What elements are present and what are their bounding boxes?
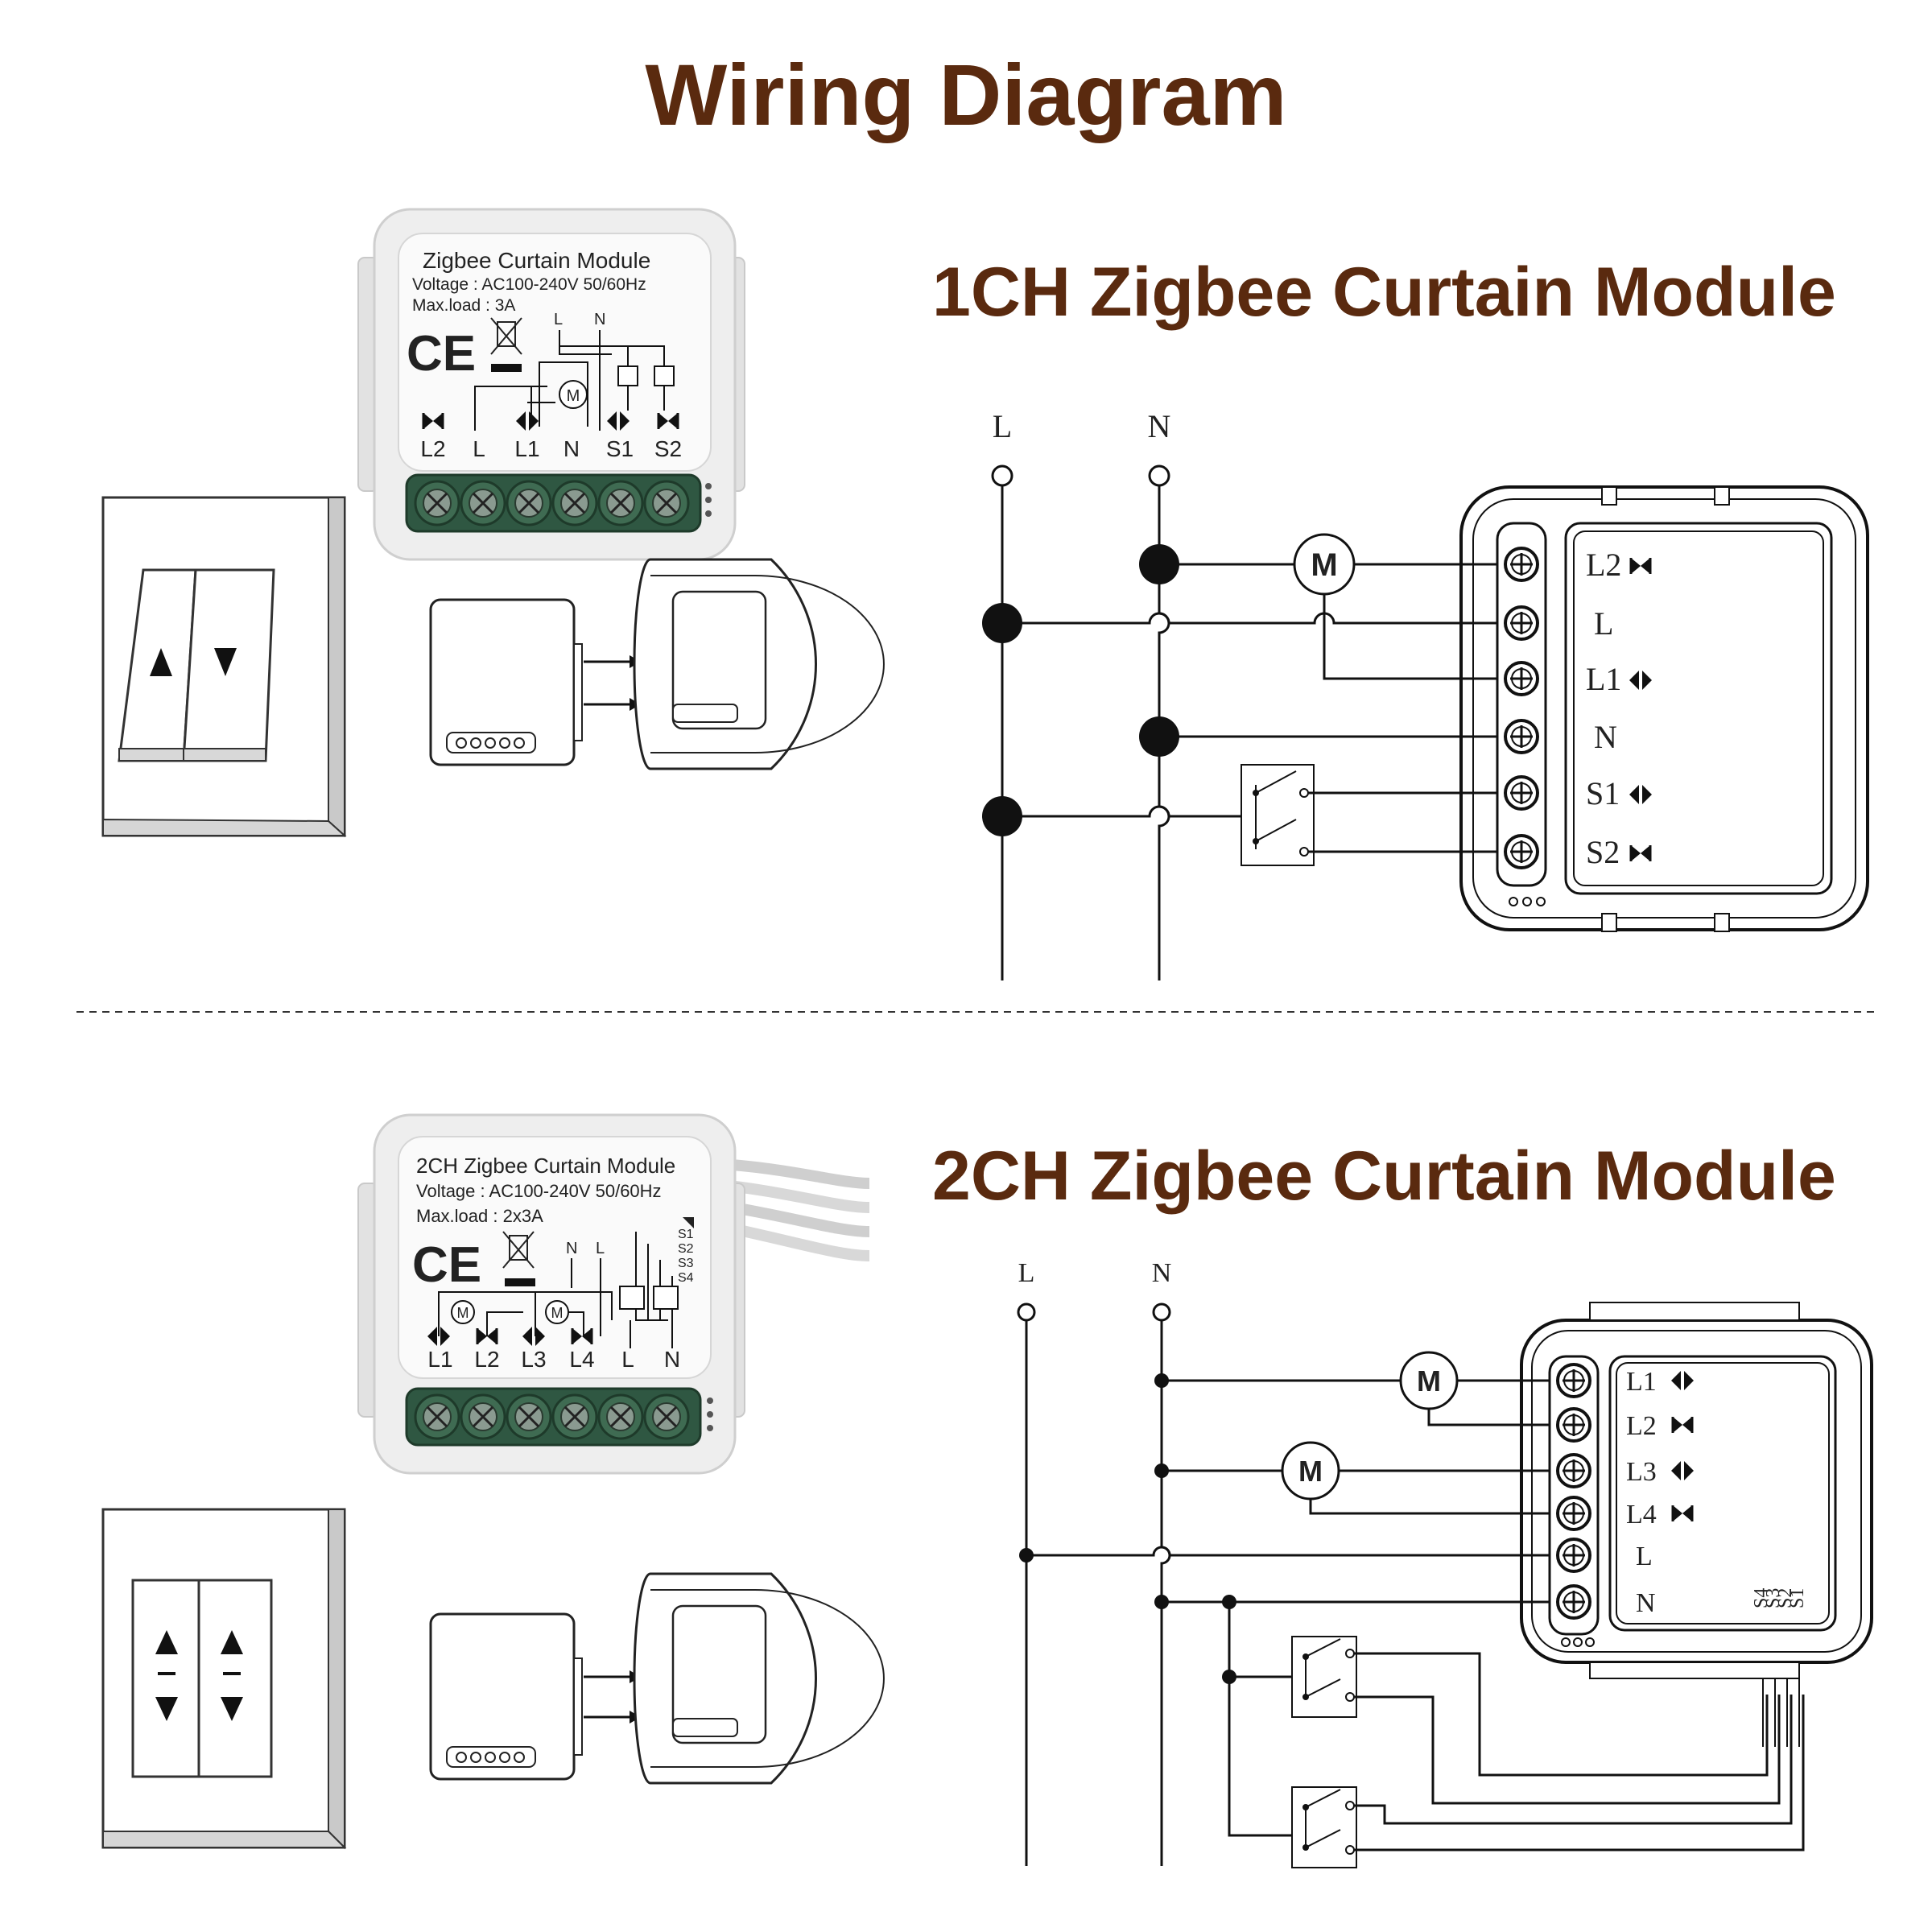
line-L-label-2ch: L: [1018, 1258, 1035, 1288]
product-photo-1ch: Zigbee Curtain Module Voltage : AC100-24…: [357, 208, 745, 561]
terminal-label-1ch: L1: [514, 436, 539, 461]
heading-2ch: 2CH Zigbee Curtain Module: [932, 1137, 1836, 1215]
arrow-up-right-icon: [683, 1217, 694, 1228]
terminal-label-2ch: L4: [569, 1347, 594, 1372]
switch-input-label: S2: [678, 1242, 694, 1256]
terminal-label-1ch: S2: [654, 436, 682, 461]
heading-1ch: 1CH Zigbee Curtain Module: [932, 254, 1836, 331]
terminal-label-1ch: L2: [420, 436, 445, 461]
internal-circuit-1ch: [474, 330, 675, 431]
schematic-2ch: L N M M: [1017, 1258, 1873, 1868]
schematic-switch-input: S2: [1775, 1588, 1796, 1608]
product-photo-2ch: 2CH Zigbee Curtain Module Voltage : AC10…: [357, 1113, 870, 1475]
label-top-L-1ch: L: [554, 311, 563, 328]
schematic-terminal-2ch: L: [1636, 1542, 1653, 1571]
schematic-terminal-2ch: L2: [1626, 1411, 1657, 1441]
motor-symbol-2ch-schematic: M: [1417, 1364, 1441, 1397]
schematic-terminal-1ch: L2: [1586, 547, 1621, 583]
terminal-label-1ch: N: [564, 436, 580, 461]
schematic-switch-input: S1: [1787, 1588, 1808, 1608]
weee-bin-icon: [490, 317, 522, 372]
module-maxload-1ch: Max.load : 3A: [412, 296, 515, 315]
down-arrow-icon: [221, 1697, 243, 1721]
terminal-label-2ch: N: [664, 1347, 680, 1372]
internal-circuit-2ch: [438, 1232, 679, 1348]
motor-symbol-2ch: M: [457, 1305, 469, 1321]
wall-switch-2ch: [101, 1508, 347, 1850]
up-arrow-icon: [221, 1630, 243, 1654]
schematic-terminal-1ch: N: [1594, 719, 1617, 755]
terminal-label-2ch: L1: [427, 1347, 452, 1372]
schematic-switch-input: S3: [1763, 1588, 1784, 1608]
switch-input-label: S4: [678, 1271, 694, 1285]
install-illustration-2ch: [429, 1572, 886, 1785]
label-top-N-2ch: N: [566, 1240, 577, 1257]
module-voltage-2ch: Voltage : AC100-240V 50/60Hz: [416, 1181, 662, 1201]
ce-mark-2ch: CE: [412, 1237, 481, 1293]
schematic-terminal-1ch: S1: [1586, 775, 1620, 811]
weee-bin-icon: [502, 1231, 535, 1286]
schematic-terminal-2ch: L1: [1626, 1367, 1657, 1397]
up-arrow-icon: [150, 648, 172, 676]
module-voltage-1ch: Voltage : AC100-240V 50/60Hz: [412, 275, 646, 294]
schematic-terminal-1ch: L1: [1586, 661, 1621, 697]
line-N-label-2ch: N: [1152, 1258, 1172, 1288]
motor-symbol-1ch-schematic: M: [1311, 547, 1337, 583]
label-top-N-1ch: N: [594, 311, 605, 328]
schematic-terminal-2ch: L4: [1626, 1500, 1657, 1530]
terminal-label-2ch: L3: [521, 1347, 546, 1372]
motor-symbol-1ch: M: [567, 387, 580, 405]
ce-mark-1ch: CE: [407, 326, 476, 382]
terminal-label-1ch: S1: [606, 436, 634, 461]
label-top-L-2ch: L: [596, 1240, 605, 1257]
motor-symbol-2ch: M: [551, 1305, 564, 1321]
line-L-label-1ch: L: [993, 408, 1012, 444]
terminal-label-2ch: L: [621, 1347, 634, 1372]
schematic-1ch: L N M: [982, 408, 1869, 980]
down-arrow-icon: [214, 648, 237, 676]
switch-input-label: S3: [678, 1257, 694, 1270]
wall-switch-1ch: [101, 496, 347, 838]
schematic-terminal-2ch: N: [1636, 1588, 1656, 1618]
switch-input-label: S1: [678, 1228, 694, 1241]
module-maxload-2ch: Max.load : 2x3A: [416, 1206, 543, 1226]
line-N-label-1ch: N: [1148, 408, 1171, 444]
install-illustration-1ch: [429, 558, 886, 770]
schematic-terminal-1ch: L: [1594, 605, 1613, 642]
module-name-2ch: 2CH Zigbee Curtain Module: [416, 1154, 675, 1178]
schematic-terminal-1ch: S2: [1586, 834, 1620, 870]
module-name-1ch: Zigbee Curtain Module: [423, 248, 650, 273]
schematic-terminal-2ch: L3: [1626, 1457, 1657, 1487]
terminal-label-2ch: L2: [474, 1347, 499, 1372]
motor-symbol-2ch-schematic: M: [1298, 1455, 1323, 1488]
schematic-switch-input: S4: [1751, 1588, 1772, 1608]
page-title: Wiring Diagram: [645, 46, 1286, 143]
up-arrow-icon: [155, 1630, 178, 1654]
down-arrow-icon: [155, 1697, 178, 1721]
terminal-label-1ch: L: [473, 436, 485, 461]
